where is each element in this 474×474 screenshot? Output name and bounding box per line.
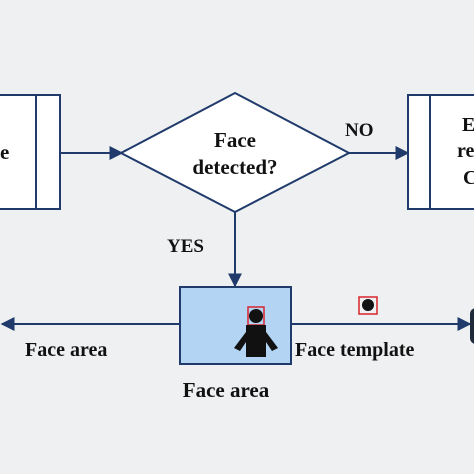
left-box-text: e — [0, 140, 10, 164]
decision-line2: detected? — [192, 155, 278, 179]
face-area-box — [179, 286, 292, 365]
right-box-line1: E — [462, 114, 474, 136]
person-icon — [234, 306, 278, 357]
right-box-line2: re — [457, 140, 474, 162]
face-template-label: Face template — [295, 339, 415, 361]
decision-line1: Face — [214, 128, 256, 152]
edge-label-yes: YES — [167, 236, 204, 257]
right-cutoff-element — [470, 308, 474, 344]
right-box-line3: C — [463, 167, 474, 189]
edge-label-no: NO — [345, 120, 374, 141]
face-area-left-label: Face area — [25, 339, 108, 361]
face-template-thumbnail — [358, 296, 378, 315]
face-area-caption: Face area — [182, 378, 270, 402]
right-process-box — [407, 94, 474, 210]
